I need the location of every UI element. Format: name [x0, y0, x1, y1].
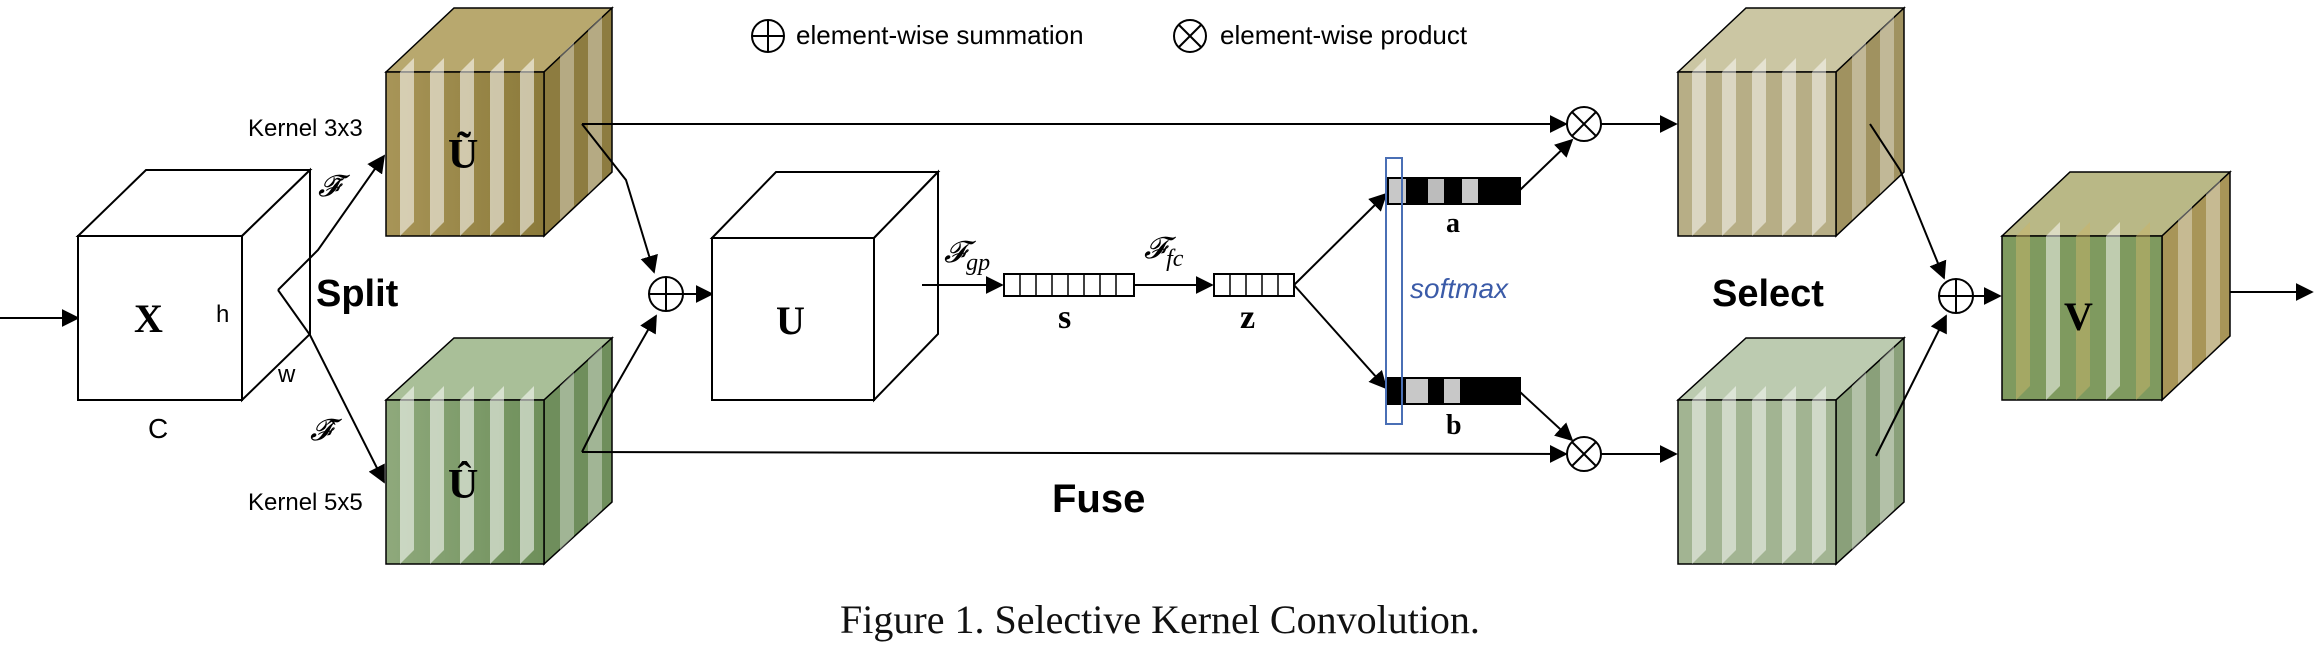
product-icon-bottom — [1566, 436, 1602, 472]
u-cube: U — [709, 169, 941, 403]
fuse-sum-icon — [648, 276, 684, 312]
legend-sum-label: element-wise summation — [796, 20, 1084, 50]
fgp-sub: gp — [966, 250, 990, 276]
x-dim-h: h — [216, 301, 229, 328]
final-sum-icon — [1938, 278, 1974, 314]
product-icon-top — [1566, 106, 1602, 142]
x-cube: X h w C — [75, 167, 313, 444]
legend-product-label: element-wise product — [1220, 20, 1468, 50]
split-arrow-top — [277, 154, 386, 291]
z-to-b-arrow — [1293, 284, 1388, 390]
b-label: b — [1446, 410, 1462, 441]
split-label: Split — [316, 273, 399, 315]
softmax-box — [1385, 157, 1403, 425]
select-bottom-arrow — [1875, 314, 1947, 457]
kernel-5x5-label: Kernel 5x5 — [248, 489, 363, 516]
a-label: a — [1446, 208, 1460, 239]
legend: element-wise summation element-wise prod… — [751, 19, 1468, 53]
s-vector: s — [1003, 273, 1135, 336]
ffc-label: 𝓕fc — [1144, 232, 1184, 272]
x-dim-w: w — [277, 361, 296, 388]
fuse-label: Fuse — [1052, 477, 1145, 521]
summation-icon — [751, 19, 785, 53]
x-label: X — [134, 296, 163, 341]
bottom-branch-line — [581, 444, 1568, 463]
select-label: Select — [1712, 273, 1824, 315]
b-vector: b — [1387, 377, 1521, 441]
kernel-3x3-label: Kernel 3x3 — [248, 115, 363, 142]
f-hat-label: 𝓕̂ — [310, 414, 343, 447]
z-to-a-arrow — [1293, 192, 1388, 286]
u-hat-cube: Û — [384, 336, 614, 566]
z-vector: z — [1213, 273, 1295, 336]
softmax-label: softmax — [1410, 273, 1509, 304]
b-to-product-arrow — [1519, 391, 1574, 442]
v-cube: V — [2000, 170, 2232, 402]
x-dim-c: C — [148, 413, 168, 444]
f-tilde-label: 𝓕̃ — [318, 170, 351, 203]
fuse-arrow-bottom — [581, 314, 657, 453]
select-top-cube — [1676, 6, 1906, 238]
u-tilde-cube: Ũ — [384, 6, 614, 238]
a-to-product-arrow — [1519, 138, 1574, 191]
v-label: V — [2064, 294, 2093, 339]
split-arrow-bottom — [277, 289, 385, 484]
a-vector: a — [1387, 177, 1521, 239]
z-label: z — [1240, 299, 1255, 336]
select-top-arrow — [1869, 123, 1947, 280]
fgp-label: 𝓕gp — [944, 236, 990, 276]
fuse-arrow-top — [581, 123, 658, 274]
select-bottom-cube — [1676, 336, 1906, 566]
u-hat-label: Û — [448, 461, 478, 508]
product-icon — [1173, 19, 1207, 53]
s-label: s — [1058, 299, 1071, 336]
figure-caption: Figure 1. Selective Kernel Convolution. — [840, 597, 1480, 642]
ffc-sub: fc — [1166, 246, 1184, 272]
u-tilde-label: Ũ — [448, 131, 478, 178]
u-label: U — [776, 298, 805, 343]
